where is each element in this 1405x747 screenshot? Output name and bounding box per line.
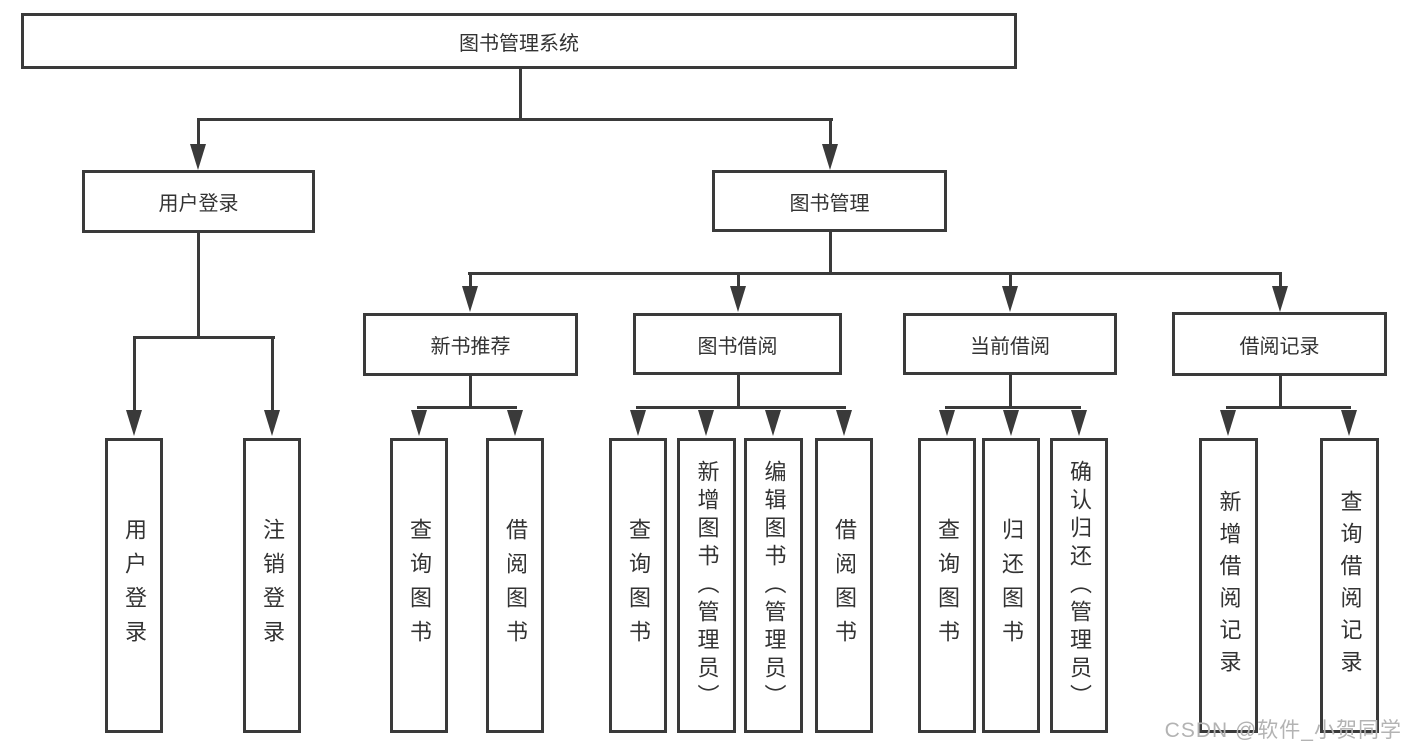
leaf-query-books-current-label: 查询图书: [935, 517, 960, 654]
leaf-logout-login: 注销登录: [243, 438, 301, 733]
connector-vline: [829, 232, 832, 272]
leaf-logout-login-label: 注销登录: [260, 517, 285, 654]
node-new-book-recommend-label: 新书推荐: [430, 336, 511, 358]
connector-hline: [945, 406, 1081, 409]
leaf-borrow-books-label: 借阅图书: [832, 517, 857, 654]
leaf-confirm-return-admin-label: 确认归还（管理员）: [1067, 459, 1092, 712]
leaf-edit-book-admin: 编辑图书（管理员）: [744, 438, 803, 733]
node-root: 图书管理系统: [21, 13, 1017, 69]
leaf-user-login-label: 用户登录: [122, 517, 147, 654]
leaf-return-books-label: 归还图书: [999, 517, 1024, 654]
leaf-add-book-admin-label: 新增图书（管理员）: [694, 459, 720, 712]
connector-vline: [829, 121, 832, 147]
leaf-borrow-books: 借阅图书: [815, 438, 873, 733]
arrowhead-down: [264, 410, 280, 436]
leaf-borrow-books-recommend-label: 借阅图书: [503, 517, 528, 654]
arrowhead-down: [1220, 410, 1236, 436]
node-book-borrow: 图书借阅: [633, 313, 842, 375]
leaf-add-borrow-record: 新增借阅记录: [1199, 438, 1258, 733]
node-current-borrow: 当前借阅: [903, 313, 1117, 375]
connector-hline: [468, 272, 1282, 275]
leaf-query-books-recommend: 查询图书: [390, 438, 448, 733]
arrowhead-down: [630, 410, 646, 436]
connector-vline: [469, 275, 472, 288]
leaf-query-books-borrow-label: 查询图书: [626, 517, 651, 654]
leaf-edit-book-admin-label: 编辑图书（管理员）: [761, 459, 787, 712]
arrowhead-down: [698, 410, 714, 436]
arrowhead-down: [730, 286, 746, 312]
leaf-query-books-current: 查询图书: [918, 438, 976, 733]
node-new-book-recommend: 新书推荐: [363, 313, 578, 376]
connector-vline: [1279, 376, 1282, 406]
node-borrow-record-label: 借阅记录: [1239, 335, 1320, 358]
connector-hline: [1226, 406, 1351, 409]
connector-vline: [737, 375, 740, 406]
connector-vline: [197, 233, 200, 339]
node-current-borrow-label: 当前借阅: [970, 335, 1050, 358]
node-user-login-label: 用户登录: [158, 193, 239, 215]
arrowhead-down: [822, 144, 838, 170]
node-root-label: 图书管理系统: [459, 32, 579, 55]
leaf-add-book-admin: 新增图书（管理员）: [677, 438, 736, 733]
connector-hline: [133, 336, 275, 339]
leaf-add-borrow-record-label: 新增借阅记录: [1216, 489, 1242, 682]
arrowhead-down: [939, 410, 955, 436]
arrowhead-down: [1341, 410, 1357, 436]
arrowhead-down: [1071, 410, 1087, 436]
arrowhead-down: [1003, 410, 1019, 436]
leaf-query-books-borrow: 查询图书: [609, 438, 667, 733]
connector-vline: [1279, 275, 1282, 288]
arrowhead-down: [190, 144, 206, 170]
leaf-confirm-return-admin: 确认归还（管理员）: [1050, 438, 1108, 733]
arrowhead-down: [411, 410, 427, 436]
node-borrow-record: 借阅记录: [1172, 312, 1387, 376]
leaf-query-books-recommend-label: 查询图书: [407, 517, 432, 654]
arrowhead-down: [462, 286, 478, 312]
arrowhead-down: [765, 410, 781, 436]
connector-hline: [197, 118, 833, 121]
node-user-login: 用户登录: [82, 170, 315, 233]
leaf-user-login: 用户登录: [105, 438, 163, 733]
connector-vline: [737, 275, 740, 288]
arrowhead-down: [1002, 286, 1018, 312]
leaf-query-borrow-record-label: 查询借阅记录: [1337, 489, 1363, 682]
arrowhead-down: [1272, 286, 1288, 312]
connector-vline: [271, 339, 274, 412]
arrowhead-down: [126, 410, 142, 436]
connector-vline: [1009, 275, 1012, 288]
arrowhead-down: [836, 410, 852, 436]
connector-hline: [636, 406, 846, 409]
connector-vline: [1009, 375, 1012, 406]
arrowhead-down: [507, 410, 523, 436]
connector-vline: [133, 339, 136, 412]
connector-hline: [417, 406, 517, 409]
leaf-return-books: 归还图书: [982, 438, 1040, 733]
connector-vline: [519, 69, 522, 118]
node-book-management-label: 图书管理: [789, 192, 870, 215]
connector-vline: [469, 376, 472, 406]
leaf-borrow-books-recommend: 借阅图书: [486, 438, 544, 733]
leaf-query-borrow-record: 查询借阅记录: [1320, 438, 1379, 733]
node-book-borrow-label: 图书借阅: [697, 335, 778, 358]
connector-vline: [197, 121, 200, 147]
csdn-watermark: CSDN @软件_小贺同学: [1164, 719, 1402, 742]
node-book-management: 图书管理: [712, 170, 947, 232]
